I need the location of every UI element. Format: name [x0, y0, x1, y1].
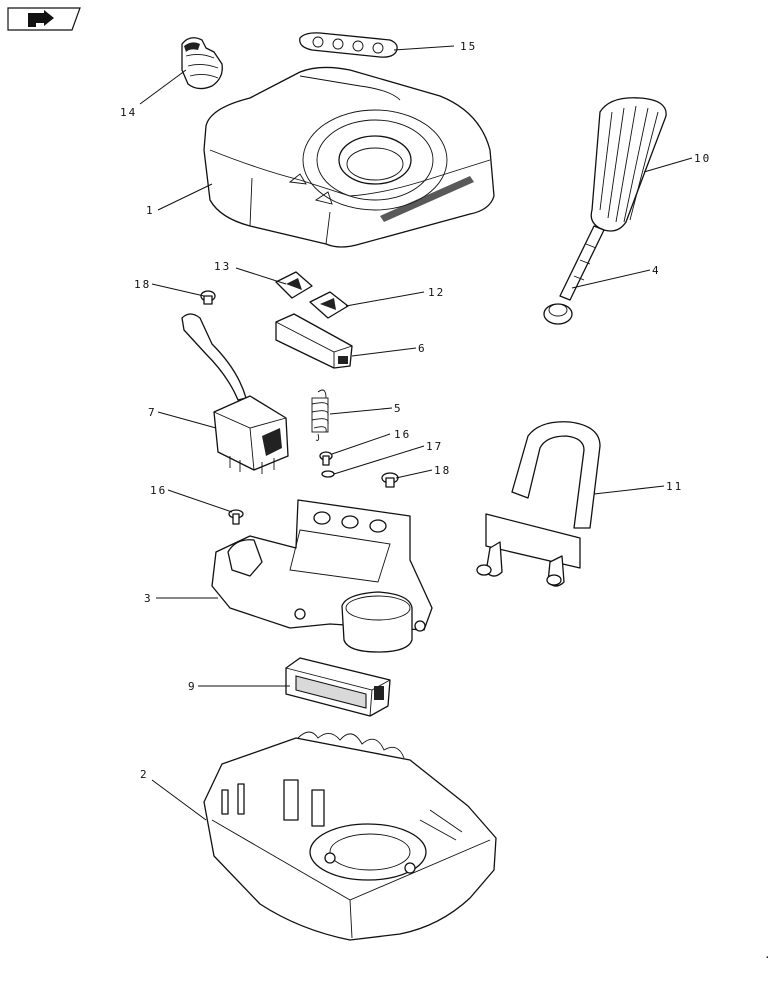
part-16-screw-middle: [319, 451, 333, 466]
leader-lines: [139, 45, 693, 821]
next-page-button[interactable]: [7, 7, 81, 31]
callout-5: 5: [394, 402, 403, 415]
callout-17: 17: [426, 440, 443, 453]
part-14-rubber-boot: [181, 37, 223, 90]
part-10-handle-grip: [590, 97, 667, 232]
callout-labels: 14 15 1 10 4 13 12 18 6 7 5 16 17 18 16 …: [120, 40, 773, 961]
callout-14: 14: [120, 106, 137, 119]
leader-1: [157, 183, 213, 211]
callout-6: 7: [148, 406, 157, 419]
callout-1: 1: [146, 204, 155, 217]
leader-16b: [167, 489, 233, 513]
callout-7: 9: [188, 680, 197, 693]
leader-14: [139, 69, 187, 105]
leader-9: [351, 347, 417, 357]
next-page-arrow-icon: [28, 10, 54, 27]
part-11-u-bracket: [476, 421, 601, 587]
leader-4: [571, 269, 651, 289]
part-6-switch-assembly: [181, 313, 289, 474]
callout-15: 15: [460, 40, 477, 53]
callout-4: 4: [652, 264, 661, 277]
leader-12: [345, 291, 425, 307]
callout-18-upper: 18: [134, 278, 151, 291]
leader-18a: [151, 283, 205, 297]
leader-11: [593, 485, 665, 495]
leader-18b: [395, 469, 433, 479]
callout-9: 6: [418, 342, 427, 355]
part-18-screw-lower: [381, 472, 399, 488]
callout-3: 3: [144, 592, 153, 605]
leader-15: [393, 45, 455, 51]
part-17-washer: [321, 470, 335, 478]
leader-2: [151, 779, 207, 821]
part-12-arrow-button: [309, 291, 349, 319]
part-18-screw-upper: [200, 290, 216, 305]
callout-12: 12: [428, 286, 445, 299]
callout-2: 2: [140, 768, 149, 781]
leader-17: [333, 445, 425, 475]
callout-10: 10: [694, 152, 711, 165]
part-13-arrow-button: [275, 271, 313, 299]
leader-10: [643, 157, 693, 173]
part-5-spring: [311, 389, 329, 441]
leader-13: [235, 267, 287, 285]
part-4-shaft: [543, 225, 605, 325]
part-7-electronic-module: [285, 657, 391, 717]
leader-6: [157, 411, 217, 429]
part-2-bottom-housing: [203, 731, 497, 941]
callout-16-middle: 16: [394, 428, 411, 441]
part-9-connector-cover: [275, 313, 353, 369]
footer-mark: .: [764, 948, 773, 961]
part-1-top-housing: [203, 66, 495, 248]
callout-16-lower: 16: [150, 484, 167, 497]
part-16-screw-lower: [228, 509, 244, 525]
part-15-switch-strip: [299, 32, 398, 58]
leader-16a: [331, 433, 391, 455]
callout-13: 13: [214, 260, 231, 273]
callout-11: 11: [666, 480, 683, 493]
callout-18-lower: 18: [434, 464, 451, 477]
leader-5: [329, 407, 393, 415]
part-3-mounting-plate: [211, 499, 433, 653]
